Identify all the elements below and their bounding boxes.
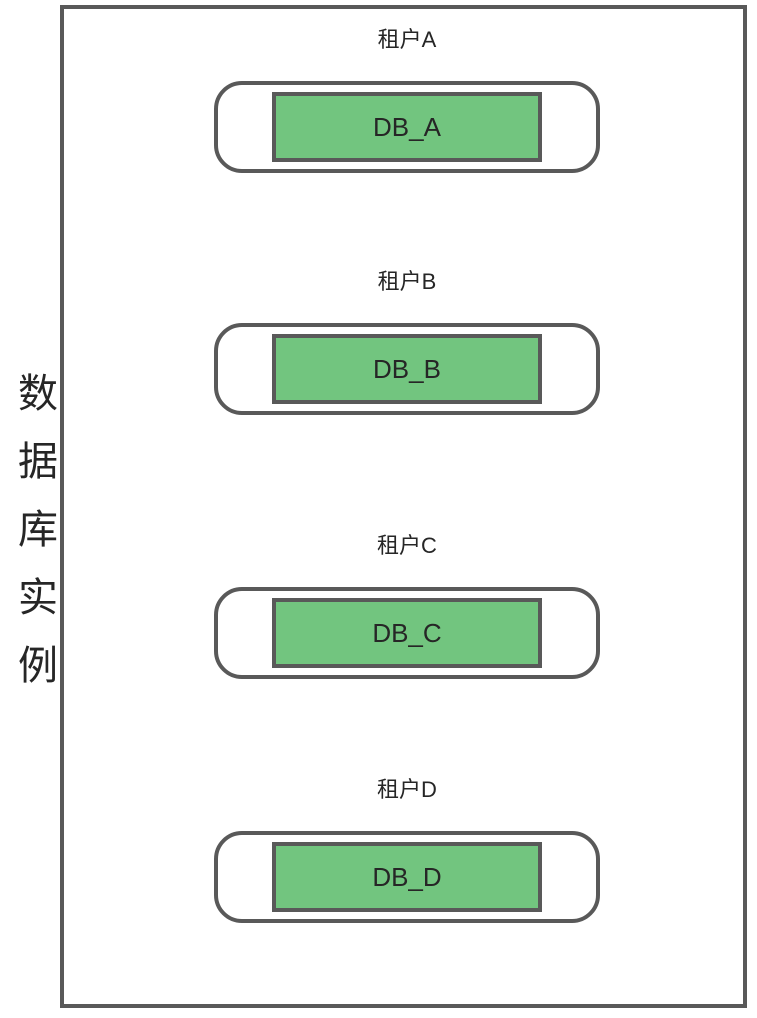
db-node-label: DB_D: [372, 861, 442, 892]
tenant-group-d: 租户D DB_D: [214, 774, 600, 923]
database-instance-label: 数据库实例: [12, 372, 56, 712]
tenant-pill-shape: DB_A: [214, 81, 600, 173]
tenant-title: 租户D: [377, 777, 437, 802]
tenant-title: 租户A: [377, 27, 437, 52]
db-node: DB_D: [272, 842, 542, 912]
tenant-pill-shape: DB_D: [214, 831, 600, 923]
tenant-group-b: 租户B DB_B: [214, 266, 600, 415]
db-node: DB_B: [272, 334, 542, 404]
db-node: DB_A: [272, 92, 542, 162]
tenant-title: 租户B: [377, 269, 437, 294]
tenant-pill-shape: DB_B: [214, 323, 600, 415]
tenant-group-c: 租户C DB_C: [214, 530, 600, 679]
tenant-group-a: 租户A DB_A: [214, 24, 600, 173]
db-node: DB_C: [272, 598, 542, 668]
db-node-label: DB_A: [373, 111, 441, 142]
tenant-pill-shape: DB_C: [214, 587, 600, 679]
db-node-label: DB_C: [372, 617, 442, 648]
tenant-title: 租户C: [377, 533, 437, 558]
db-node-label: DB_B: [373, 353, 441, 384]
